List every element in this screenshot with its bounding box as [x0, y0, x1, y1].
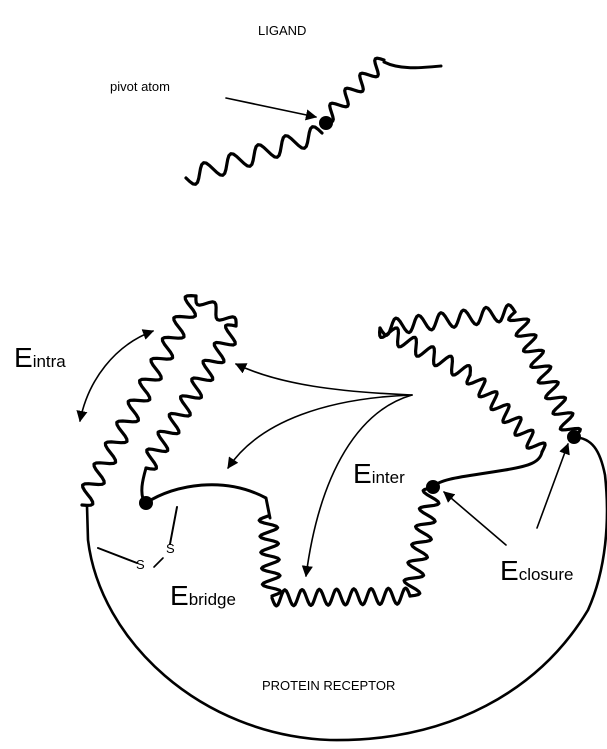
- receptor-right-connector: [433, 452, 542, 487]
- ligand-tail: [384, 62, 441, 68]
- e-bridge-label: Ebridge: [170, 582, 236, 610]
- receptor-pocket-right-wall: [404, 488, 439, 596]
- e-intra-arrow: [80, 331, 153, 421]
- receptor-left-helix-outer-up: [82, 296, 196, 506]
- disulfide-bond-link: [154, 558, 163, 567]
- protein-receptor: [82, 296, 607, 740]
- pivot-atom-arrow: [226, 98, 316, 117]
- receptor-pocket-left-wall: [259, 516, 281, 596]
- receptor-left-helix-inner-down: [146, 325, 236, 469]
- receptor-left-hairpin-top: [196, 296, 236, 326]
- receptor-right-helix-top: [380, 305, 515, 336]
- e-intra-label: Eintra: [14, 344, 66, 372]
- receptor-right-helix-middle: [380, 328, 471, 375]
- e-closure-arrow-lower: [444, 492, 506, 545]
- disulfide-bond-upper: [170, 507, 177, 544]
- sulfur-atom-2: S: [166, 542, 175, 555]
- e-bridge-subscript: bridge: [189, 590, 236, 609]
- e-inter-label: Einter: [353, 460, 405, 488]
- e-inter-arrow-middle: [228, 395, 412, 468]
- e-closure-symbol: E: [500, 555, 519, 586]
- ligand-left-chain: [186, 127, 322, 185]
- disulfide-bond-lower: [98, 548, 137, 563]
- ligand-molecule: [186, 58, 441, 184]
- e-closure-label: Eclosure: [500, 557, 574, 585]
- ligand-right-chain: [324, 58, 384, 122]
- sulfur-atom-1: S: [136, 558, 145, 571]
- receptor-arch: [146, 485, 270, 518]
- receptor-right-helix-lower: [467, 375, 545, 452]
- e-closure-subscript: closure: [519, 565, 574, 584]
- protein-receptor-label: PROTEIN RECEPTOR: [262, 679, 395, 692]
- e-inter-subscript: inter: [372, 468, 405, 487]
- pivot-atom: [319, 116, 333, 130]
- e-inter-arrow-upper: [236, 364, 412, 395]
- receptor-pocket-bottom: [272, 588, 410, 606]
- pivot-atom-label: pivot atom: [110, 80, 170, 93]
- e-inter-symbol: E: [353, 458, 372, 489]
- e-intra-subscript: intra: [33, 352, 66, 371]
- ligand-title: LIGAND: [258, 24, 306, 37]
- e-bridge-symbol: E: [170, 580, 189, 611]
- receptor-backbone-loop: [87, 437, 607, 740]
- e-intra-symbol: E: [14, 342, 33, 373]
